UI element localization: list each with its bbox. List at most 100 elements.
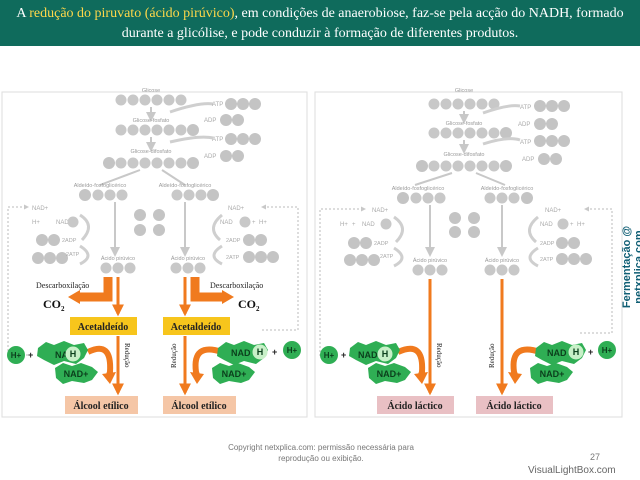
pyruvate-left-lactic	[412, 264, 448, 276]
svg-text:NAD+: NAD+	[540, 369, 565, 379]
right-faded-nad-cluster: NAD+ NAD + H+ 2ADP 2ATP	[212, 206, 279, 266]
nadh-oxidation-arrow-left	[86, 345, 114, 379]
lactic-branch-right: Redução NAD H + H+ NAD+	[476, 279, 616, 414]
glicose-difosfato-chain	[103, 157, 199, 169]
atp-molecule-1: ATP	[212, 98, 261, 110]
nadh-cluster-left: H+ + NAD H NAD+	[7, 341, 98, 384]
h-plus-badge-right: H+	[283, 341, 301, 359]
nadh-molecule-left: NAD H	[37, 341, 88, 365]
lactic-label-right: Ácido láctico	[486, 400, 541, 412]
nad-recycle-loop-left	[7, 204, 29, 356]
svg-text:ATP: ATP	[520, 140, 531, 146]
svg-text:+: +	[28, 350, 33, 360]
svg-text:NAD+: NAD+	[32, 206, 49, 212]
h-plus-badge-left: H+	[7, 346, 25, 364]
svg-text:NAD: NAD	[540, 222, 553, 228]
left-two-atp-lactic: 2ATP	[344, 254, 394, 266]
svg-text:2ATP: 2ATP	[66, 252, 80, 258]
right-two-adp: 2ADP	[226, 234, 267, 246]
right-faded-nad-cluster-lactic: NAD+ NAD + H+ 2ADP 2ATP	[528, 208, 592, 268]
label-glicose-lactic: Glicose	[455, 88, 473, 94]
left-two-adp-lactic: 2ADP	[348, 237, 389, 249]
pyruvate-left	[100, 262, 136, 274]
nad-recycle-loop-right	[261, 204, 299, 331]
alcohol-label-left: Álcool etílico	[73, 400, 128, 412]
slide-title: A redução do piruvato (ácido pirúvico), …	[0, 0, 640, 46]
svg-text:2ADP: 2ADP	[540, 241, 555, 247]
svg-text:2ADP: 2ADP	[226, 238, 241, 244]
glicose-fosfato-chain	[115, 124, 199, 136]
atp-consumption-arrow-1	[169, 102, 214, 114]
label-aldeido-right-lactic: Aldeído-fosfoglicérico	[481, 186, 534, 192]
alcohol-box-left	[65, 396, 138, 414]
label-glicose-difosfato-lactic: Glicose-difosfato	[444, 152, 485, 158]
label-aldeido-left-lactic: Aldeído-fosfoglicérico	[392, 186, 445, 192]
right-two-atp: 2ATP	[226, 251, 279, 263]
svg-text:NAD: NAD	[55, 350, 75, 360]
co2-release-arrow-left	[78, 277, 113, 302]
left-faded-nad-cluster-lactic: NAD+ H+ + NAD 2ADP 2ATP	[340, 208, 404, 268]
atp-molecule-2: ATP	[212, 133, 261, 145]
nadh-molecule-right: NAD H	[217, 341, 268, 365]
glycolysis-pathway-lactic: Glicose ATP ADP Glicose-fosfato	[340, 88, 592, 276]
decarboxylation-label-left: Descarboxilação	[36, 281, 89, 290]
nadh-cluster-right: NAD H + H+ NAD+	[212, 341, 301, 384]
nad-plus-molecule-lactic-left: NAD+	[368, 363, 411, 384]
svg-text:H: H	[70, 349, 77, 359]
label-aldeido-right: Aldeído-fosfoglicérico	[159, 183, 212, 189]
nad-plus-molecule-left: NAD+	[55, 363, 98, 384]
reducao-label-right: Redução	[170, 343, 178, 368]
nadh-molecule-lactic-left: NAD H	[349, 341, 400, 365]
svg-text:NAD+: NAD+	[377, 369, 402, 379]
nadh-cluster-lactic-left: H+ + NAD H NAD+	[320, 341, 411, 384]
svg-text:NAD: NAD	[358, 350, 378, 360]
svg-text:H+: H+	[259, 220, 267, 226]
svg-text:H: H	[257, 347, 264, 357]
left-two-adp: 2ADP	[36, 234, 77, 246]
slide-number: 27	[590, 452, 601, 462]
label-piruvico-left: Ácido pirúvico	[101, 255, 135, 262]
lactic-branch-left: Redução H+ + NAD H NAD+	[320, 279, 454, 414]
label-piruvico-left-lactic: Ácido pirúvico	[413, 257, 447, 264]
h-plus-badge-lactic-right: H+	[598, 341, 616, 359]
svg-text:NAD: NAD	[231, 348, 251, 358]
copyright-notice: Copyright netxplica.com: permissão neces…	[228, 443, 414, 463]
svg-text:ADP: ADP	[204, 118, 216, 124]
reducao-label-lactic-right: Redução	[488, 343, 496, 368]
panel-border-lactic	[314, 91, 623, 418]
adp-molecule-2: ADP	[204, 150, 244, 162]
left-faded-nad-cluster: NAD+ H+ NAD 2ADP 2ATP	[32, 206, 90, 266]
svg-text:ATP: ATP	[212, 102, 223, 108]
nad-recycle-loop-right-lactic	[580, 206, 613, 334]
glicose-chain-lactic	[428, 98, 500, 110]
svg-text:ADP: ADP	[204, 154, 216, 160]
glycolysis-pathway: Glicose ATP ADP Glicose-fosfato	[32, 88, 279, 274]
nadh-cluster-lactic-right: NAD H + H+ NAD+	[530, 341, 616, 384]
lactic-box-right	[476, 396, 553, 414]
svg-text:H+: H+	[32, 220, 40, 226]
svg-text:2ATP: 2ATP	[380, 254, 394, 260]
label-piruvico-right-lactic: Ácido pirúvico	[485, 257, 519, 264]
svg-text:+: +	[588, 347, 593, 357]
watermark: VisualLightBox.com	[528, 465, 616, 476]
inorganic-phosphates-lactic	[449, 212, 480, 238]
alcohol-label-right: Álcool etílico	[171, 400, 226, 412]
svg-text:NAD: NAD	[56, 220, 69, 226]
svg-text:2ATP: 2ATP	[226, 255, 240, 261]
svg-text:2ATP: 2ATP	[540, 257, 554, 263]
svg-text:H+: H+	[324, 351, 335, 360]
svg-text:H: H	[382, 349, 389, 359]
svg-text:NAD: NAD	[362, 222, 375, 228]
title-part-1: A	[16, 6, 30, 21]
svg-text:H+: H+	[340, 222, 348, 228]
alcohol-branch-right: Descarboxilação CO2 Acetaldeído Redução …	[163, 277, 301, 414]
aldeido-right-chain-lactic	[484, 192, 533, 204]
adp-molecule-lactic-2: ADP	[522, 153, 562, 165]
label-glicose-fosfato: Glicose-fosfato	[133, 118, 170, 124]
adp-molecule-1: ADP	[204, 114, 244, 126]
pyruvate-right-lactic	[484, 264, 520, 276]
side-credit: Fermentação @ netxplica.com	[621, 225, 640, 309]
svg-text:NAD+: NAD+	[228, 206, 245, 212]
svg-text:NAD: NAD	[220, 220, 233, 226]
